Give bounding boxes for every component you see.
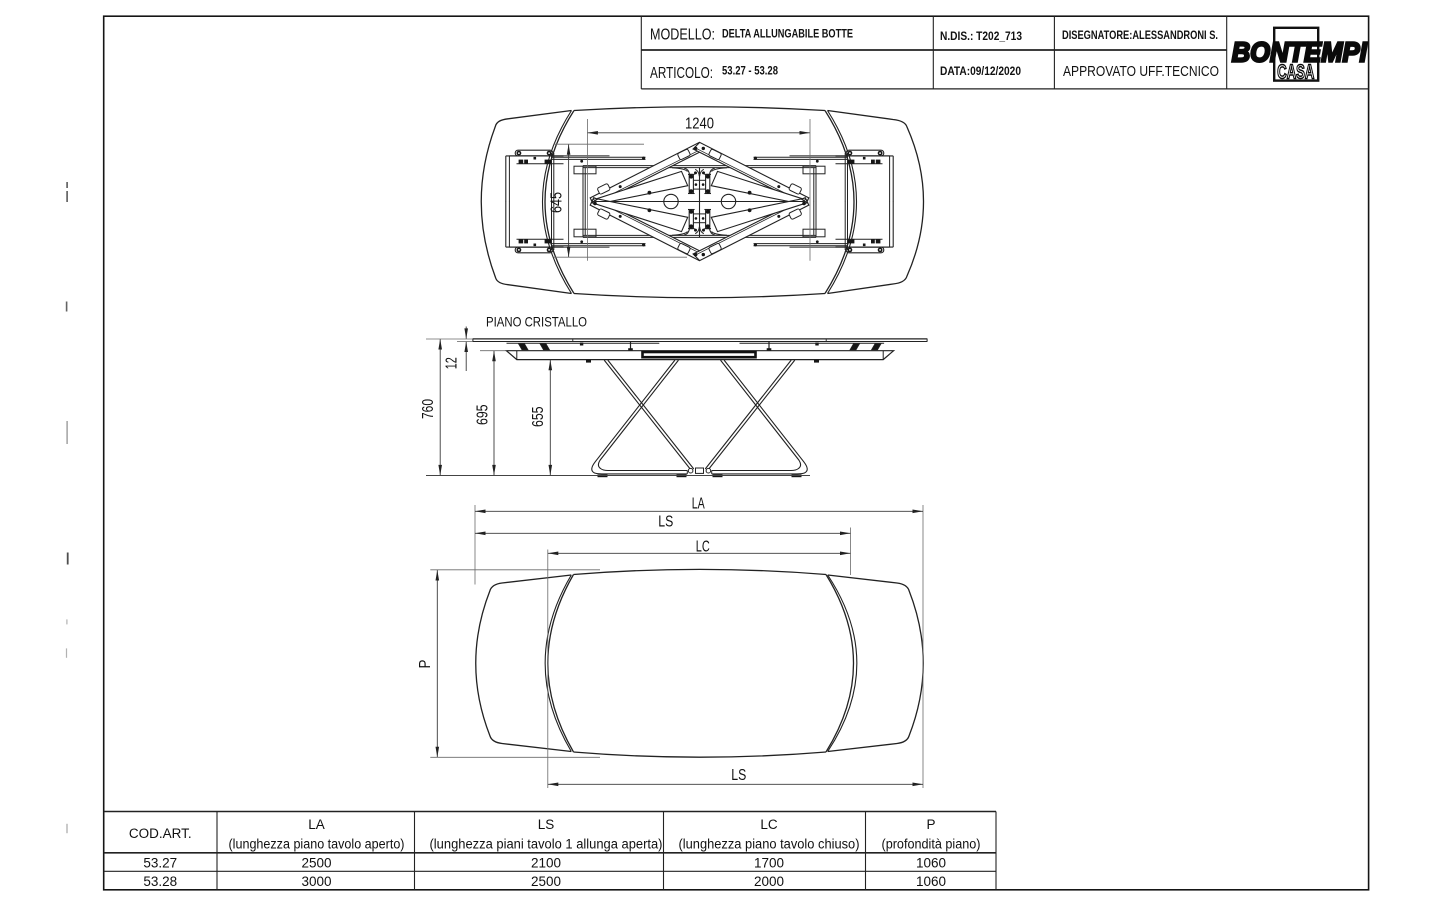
svg-text:12: 12 (444, 357, 461, 369)
svg-text:P: P (417, 660, 434, 669)
svg-text:2500: 2500 (531, 874, 561, 889)
svg-text:LA: LA (308, 817, 325, 832)
svg-text:53.27 - 53.28: 53.27 - 53.28 (722, 66, 778, 78)
svg-text:(lunghezza piano tavolo chiuso: (lunghezza piano tavolo chiuso) (679, 837, 860, 852)
svg-text:LA: LA (692, 495, 705, 512)
svg-text:APPROVATO UFF.TECNICO: APPROVATO UFF.TECNICO (1063, 63, 1219, 80)
svg-text:LS: LS (731, 767, 746, 784)
svg-text:DISEGNATORE:ALESSANDRONI S.: DISEGNATORE:ALESSANDRONI S. (1062, 30, 1218, 42)
svg-text:(lunghezza piano tavolo aperto: (lunghezza piano tavolo aperto) (229, 837, 405, 852)
svg-text:DELTA ALLUNGABILE BOTTE: DELTA ALLUNGABILE BOTTE (722, 29, 853, 41)
svg-text:1700: 1700 (754, 856, 784, 871)
svg-text:(profondità piano): (profondità piano) (882, 837, 981, 852)
svg-text:53.27: 53.27 (143, 856, 177, 871)
svg-text:BONTEMPI: BONTEMPI (1232, 36, 1368, 67)
svg-text:N.DIS.: T202_713: N.DIS.: T202_713 (940, 31, 1022, 43)
svg-text:655: 655 (530, 406, 547, 427)
svg-text:LC: LC (760, 817, 778, 832)
svg-text:645: 645 (549, 192, 566, 213)
svg-text:3000: 3000 (301, 874, 331, 889)
svg-text:LS: LS (538, 817, 555, 832)
svg-text:1060: 1060 (916, 874, 946, 889)
svg-text:PIANO CRISTALLO: PIANO CRISTALLO (486, 314, 587, 330)
svg-text:P: P (926, 817, 935, 832)
svg-text:(lunghezza piani tavolo 1 allu: (lunghezza piani tavolo 1 allunga aperta… (430, 837, 663, 852)
svg-text:MODELLO:: MODELLO: (650, 27, 715, 44)
svg-text:760: 760 (420, 399, 437, 419)
svg-text:1240: 1240 (685, 116, 714, 133)
svg-text:LS: LS (658, 514, 673, 531)
svg-text:1060: 1060 (916, 856, 946, 871)
svg-text:2100: 2100 (531, 856, 561, 871)
svg-text:CASA: CASA (1277, 62, 1314, 84)
svg-text:2000: 2000 (754, 874, 784, 889)
svg-text:ARTICOLO:: ARTICOLO: (650, 65, 713, 82)
svg-text:53.28: 53.28 (143, 874, 177, 889)
svg-text:695: 695 (475, 404, 492, 425)
svg-text:COD.ART.: COD.ART. (129, 826, 192, 841)
svg-text:2500: 2500 (301, 856, 331, 871)
svg-text:DATA:09/12/2020: DATA:09/12/2020 (940, 66, 1021, 78)
svg-text:LC: LC (696, 538, 710, 555)
